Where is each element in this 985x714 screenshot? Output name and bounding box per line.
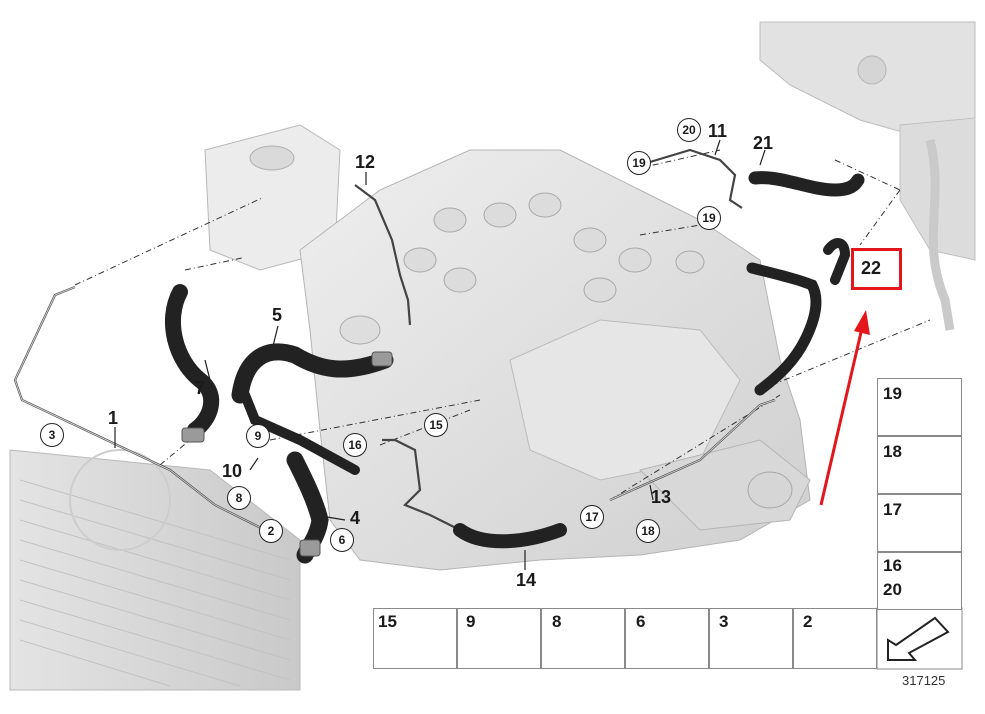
- direction-arrow-icon: [876, 607, 963, 670]
- body-panel-top-right: [759, 21, 976, 331]
- legend-cell-2: [793, 608, 877, 669]
- callout-13: 13: [651, 487, 672, 507]
- callout-10: 10: [222, 461, 243, 481]
- callout-22: 22: [861, 258, 882, 278]
- callout-11: 11: [708, 121, 728, 141]
- legend-cell-6: [625, 608, 709, 669]
- callout-1: 1: [108, 408, 119, 428]
- callout-7: 7: [195, 378, 206, 398]
- callout-16: 16: [343, 433, 367, 457]
- hose-clamps: [181, 351, 393, 557]
- expansion-tank: [204, 124, 341, 271]
- callout-8: 8: [227, 486, 251, 510]
- red-arrow: [819, 310, 870, 506]
- legend-number-2: 2: [803, 612, 813, 631]
- legend-cell-18: [877, 436, 962, 494]
- engine-block: [299, 149, 811, 571]
- radiator: [9, 449, 301, 691]
- legend-number-9: 9: [466, 612, 476, 631]
- legend-cell-15: [373, 608, 457, 669]
- legend-number-18: 18: [883, 442, 902, 461]
- callout-18: 18: [636, 519, 660, 543]
- callout-4: 4: [350, 508, 361, 528]
- callout-21: 21: [753, 133, 774, 153]
- thin-pipes-highlight: [14, 286, 776, 531]
- callout-3: 3: [40, 423, 64, 447]
- legend-number-17: 17: [883, 500, 902, 519]
- legend-cell-9: [457, 608, 541, 669]
- highlight-box-22: [851, 248, 902, 290]
- legend-cell-3: [709, 608, 793, 669]
- callout-20: 20: [677, 118, 701, 142]
- legend-cell-16-20: [877, 552, 962, 610]
- legend-cell-17: [877, 494, 962, 552]
- callout-6: 6: [330, 528, 354, 552]
- diagram-number: 317125: [902, 673, 946, 688]
- callout-14: 14: [516, 570, 537, 590]
- legend-number-19: 19: [883, 384, 902, 403]
- callout-12: 12: [355, 152, 376, 172]
- legend-cell-19: [877, 378, 962, 436]
- callout-15: 15: [424, 413, 448, 437]
- legend-number-8: 8: [552, 612, 562, 631]
- legend-number-16: 16: [883, 556, 902, 575]
- callout-19-top: 19: [627, 151, 651, 175]
- callout-2: 2: [259, 519, 283, 543]
- callout-9: 9: [246, 424, 270, 448]
- legend-number-6: 6: [636, 612, 646, 631]
- callout-leaders: [114, 139, 766, 570]
- legend-number-20: 20: [883, 580, 902, 599]
- callout-5: 5: [272, 305, 283, 325]
- callout-19-bottom: 19: [697, 206, 721, 230]
- legend-number-3: 3: [719, 612, 729, 631]
- callout-17: 17: [580, 505, 604, 529]
- legend-number-15: 15: [378, 612, 397, 631]
- legend-cell-8: [541, 608, 625, 669]
